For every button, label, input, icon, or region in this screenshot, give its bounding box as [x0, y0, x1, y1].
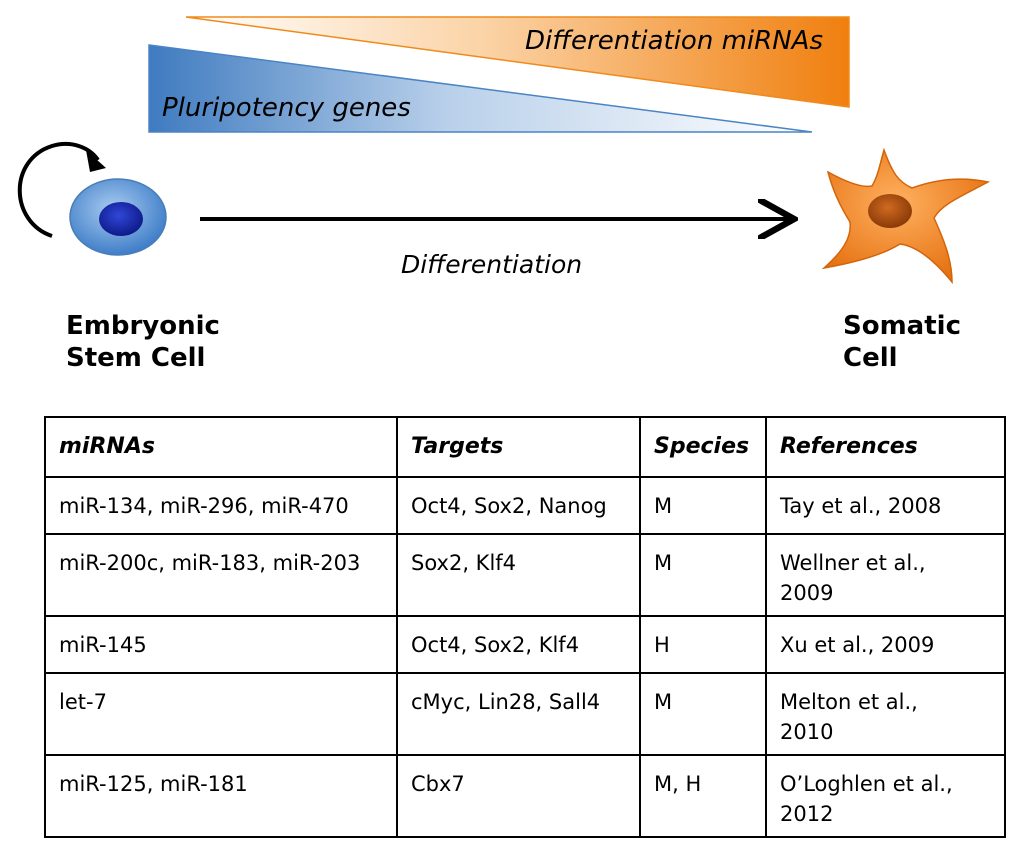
- table-row: let-7 cMyc, Lin28, Sall4 M Melton et al.…: [44, 672, 1006, 756]
- table-row: miR-125, miR-181 Cbx7 M, H O’Loghlen et …: [44, 754, 1006, 838]
- cell-targets: cMyc, Lin28, Sall4: [396, 672, 641, 756]
- cell-targets: Oct4, Sox2, Klf4: [396, 615, 641, 674]
- cell-species: M: [639, 672, 767, 756]
- table-row: miR-145 Oct4, Sox2, Klf4 H Xu et al., 20…: [44, 615, 1006, 674]
- cell-species: M: [639, 533, 767, 617]
- cell-references: O’Loghlen et al.,2012: [765, 754, 1006, 838]
- cell-references: Tay et al., 2008: [765, 476, 1006, 535]
- cell-references: Wellner et al.,2009: [765, 533, 1006, 617]
- header-targets: Targets: [396, 416, 641, 478]
- cell-references: Xu et al., 2009: [765, 615, 1006, 674]
- cell-mirnas: miR-200c, miR-183, miR-203: [44, 533, 398, 617]
- header-references: References: [765, 416, 1006, 478]
- diagram-graphics: [17, 16, 991, 285]
- cell-targets: Oct4, Sox2, Nanog: [396, 476, 641, 535]
- cell-targets: Sox2, Klf4: [396, 533, 641, 617]
- pluripotency-genes-triangle: [148, 44, 813, 133]
- mirna-table: miRNAs Targets Species References miR-13…: [44, 416, 1006, 838]
- cell-references: Melton et al.,2010: [765, 672, 1006, 756]
- differentiation-mirnas-label: Differentiation miRNAs: [525, 26, 823, 56]
- embryonic-stem-cell-label: Embryonic Stem Cell: [66, 311, 220, 373]
- cell-species: M: [639, 476, 767, 535]
- differentiation-diagram: Differentiation miRNAs Pluripotency gene…: [0, 0, 1024, 400]
- table-header-row: miRNAs Targets Species References: [44, 416, 1006, 478]
- cell-mirnas: miR-125, miR-181: [44, 754, 398, 838]
- self-renewal-arrowhead-icon: [86, 150, 106, 172]
- cell-mirnas: miR-134, miR-296, miR-470: [44, 476, 398, 535]
- header-mirnas: miRNAs: [44, 416, 398, 478]
- cell-targets: Cbx7: [396, 754, 641, 838]
- cell-species: M, H: [639, 754, 767, 838]
- cell-mirnas: let-7: [44, 672, 398, 756]
- pluripotency-genes-label: Pluripotency genes: [162, 93, 411, 123]
- somatic-cell-label: Somatic Cell: [843, 311, 961, 373]
- header-species: Species: [639, 416, 767, 478]
- somatic-cell-nucleus-icon: [868, 194, 912, 228]
- cell-species: H: [639, 615, 767, 674]
- stem-cell-nucleus-icon: [99, 202, 143, 236]
- table-row: miR-134, miR-296, miR-470 Oct4, Sox2, Na…: [44, 476, 1006, 535]
- table-row: miR-200c, miR-183, miR-203 Sox2, Klf4 M …: [44, 533, 1006, 617]
- differentiation-label: Differentiation: [401, 250, 583, 279]
- differentiation-mirnas-triangle: [185, 16, 850, 108]
- self-renewal-arrow-icon: [17, 141, 100, 238]
- cell-mirnas: miR-145: [44, 615, 398, 674]
